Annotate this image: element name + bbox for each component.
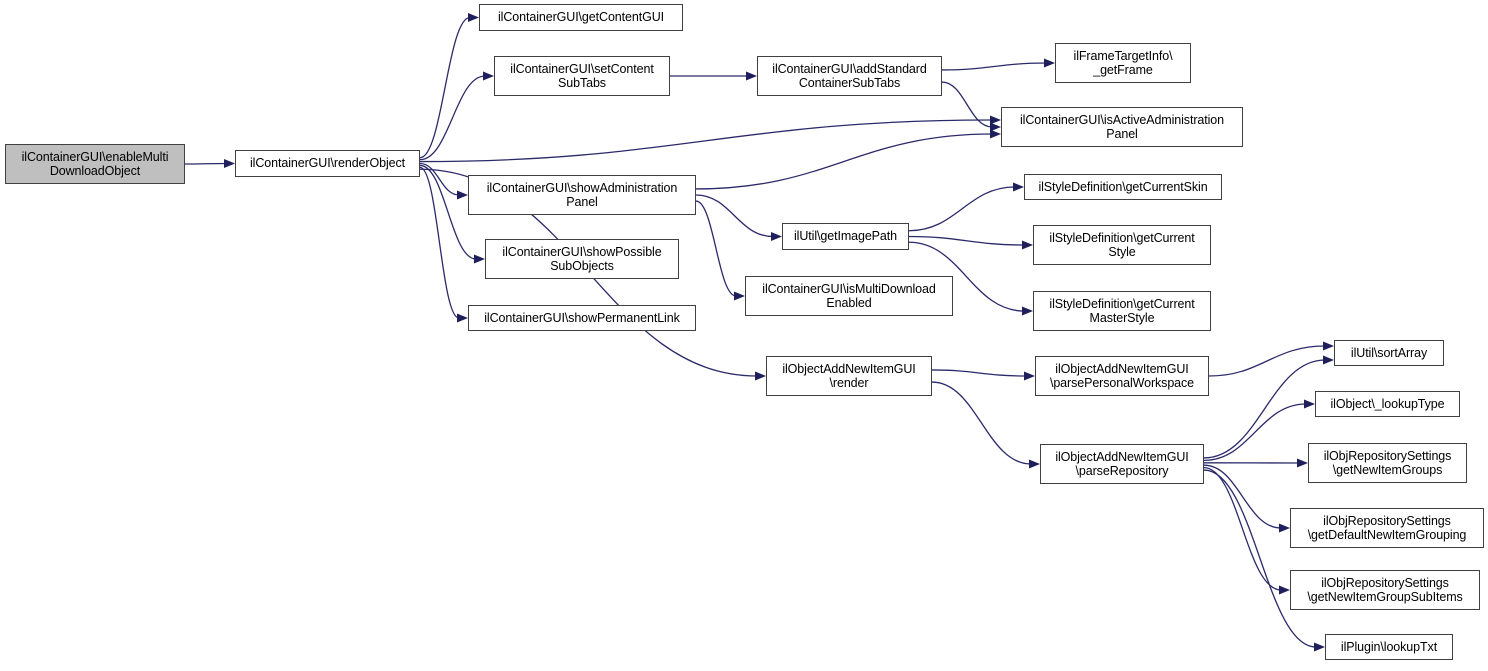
arrowhead-n1-to-n3 — [483, 71, 494, 81]
arrowhead-n3-to-n4 — [746, 71, 757, 81]
arrowhead-n20-to-n19 — [1297, 458, 1308, 468]
graph-node-n19[interactable]: ilObjRepositorySettings \getNewItemGroup… — [1308, 443, 1467, 483]
arrowhead-n7-to-n6 — [990, 129, 1001, 139]
arrowhead-n1-to-n11 — [474, 254, 485, 264]
arrowhead-n20-to-n23 — [1314, 642, 1325, 652]
graph-node-n6[interactable]: ilContainerGUI\isActiveAdministration Pa… — [1001, 107, 1243, 147]
arrowhead-n0-to-n1 — [224, 159, 235, 168]
graph-node-n20[interactable]: ilObjectAddNewItemGUI \parseRepository — [1040, 444, 1204, 484]
arrowhead-n16-to-n20 — [1029, 459, 1040, 469]
edge-n1-to-n6 — [419, 119, 993, 163]
arrowhead-n4-to-n6 — [990, 122, 1001, 132]
arrowhead-n20-to-n18 — [1304, 399, 1315, 409]
graph-node-n1[interactable]: ilContainerGUI\renderObject — [235, 150, 420, 177]
arrowhead-n9-to-n10 — [1022, 240, 1033, 250]
edge-n17-to-n15 — [1208, 345, 1326, 377]
graph-node-n10[interactable]: ilStyleDefinition\getCurrent Style — [1033, 225, 1211, 265]
edge-n16-to-n17 — [931, 369, 1027, 377]
graph-node-n12[interactable]: ilContainerGUI\isMultiDownload Enabled — [745, 276, 953, 316]
edge-n20-to-n22 — [1203, 466, 1282, 591]
edge-n7-to-n12 — [695, 200, 737, 297]
arrowhead-n17-to-n15 — [1323, 341, 1334, 351]
arrowhead-n9-to-n8 — [1013, 182, 1024, 192]
edge-n20-to-n18 — [1203, 403, 1307, 462]
edge-n7-to-n6 — [695, 133, 993, 190]
arrowhead-n9-to-n13 — [1022, 306, 1033, 316]
edge-n20-to-n15 — [1203, 359, 1326, 459]
arrowhead-n20-to-n15 — [1323, 355, 1334, 365]
graph-node-n15[interactable]: ilUtil\sortArray — [1334, 340, 1444, 366]
graph-node-n23[interactable]: ilPlugin\lookupTxt — [1325, 634, 1453, 660]
graph-node-n13[interactable]: ilStyleDefinition\getCurrent MasterStyle — [1033, 291, 1211, 331]
graph-node-n8[interactable]: ilStyleDefinition\getCurrentSkin — [1024, 174, 1222, 200]
arrowhead-n1-to-n14 — [457, 313, 468, 323]
graph-node-n21[interactable]: ilObjRepositorySettings \getDefaultNewIt… — [1290, 508, 1484, 548]
arrowhead-n20-to-n21 — [1279, 523, 1290, 533]
edge-n9-to-n8 — [908, 186, 1016, 232]
edge-n4-to-n5 — [941, 62, 1047, 71]
graph-node-n22[interactable]: ilObjRepositorySettings \getNewItemGroup… — [1290, 570, 1480, 610]
graph-node-n11[interactable]: ilContainerGUI\showPossible SubObjects — [485, 239, 679, 279]
edge-n9-to-n13 — [908, 241, 1025, 312]
arrowhead-n16-to-n17 — [1024, 371, 1035, 381]
edge-n20-to-n21 — [1203, 464, 1282, 529]
graph-node-n14[interactable]: ilContainerGUI\showPermanentLink — [468, 305, 696, 331]
graph-node-n3[interactable]: ilContainerGUI\setContent SubTabs — [494, 56, 670, 96]
arrowhead-n20-to-n22 — [1279, 585, 1290, 595]
arrowhead-n4-to-n5 — [1044, 58, 1055, 68]
graph-node-n5[interactable]: ilFrameTargetInfo\ _getFrame — [1055, 43, 1191, 83]
arrowhead-n1-to-n16 — [755, 371, 766, 381]
arrowhead-n7-to-n9 — [771, 232, 782, 241]
arrowhead-n1-to-n7 — [457, 190, 468, 200]
graph-node-n7[interactable]: ilContainerGUI\showAdministration Panel — [468, 175, 696, 215]
arrowhead-n1-to-n6 — [990, 115, 1001, 125]
arrowhead-n7-to-n12 — [734, 291, 745, 301]
edge-n7-to-n9 — [695, 194, 774, 238]
edge-n4-to-n6 — [941, 81, 993, 128]
edge-n9-to-n10 — [908, 235, 1025, 246]
edge-n1-to-n14 — [419, 166, 460, 319]
graph-node-n16[interactable]: ilObjectAddNewItemGUI \render — [766, 356, 932, 396]
graph-node-n9[interactable]: ilUtil\getImagePath — [782, 223, 909, 250]
edge-n16-to-n20 — [931, 381, 1032, 465]
graph-node-n4[interactable]: ilContainerGUI\addStandard ContainerSubT… — [757, 56, 942, 96]
edge-n1-to-n3 — [419, 75, 486, 161]
edge-n1-to-n7 — [419, 162, 460, 196]
edge-n1-to-n2 — [419, 16, 471, 159]
graph-node-n18[interactable]: ilObject\_lookupType — [1315, 391, 1460, 417]
edge-n20-to-n23 — [1203, 469, 1317, 648]
graph-node-n2[interactable]: ilContainerGUI\getContentGUI — [479, 4, 683, 31]
graph-node-n0[interactable]: ilContainerGUI\enableMulti DownloadObjec… — [5, 144, 185, 184]
graph-node-n17[interactable]: ilObjectAddNewItemGUI \parsePersonalWork… — [1035, 356, 1209, 396]
edge-n0-to-n1 — [184, 162, 227, 165]
arrowhead-n1-to-n2 — [468, 13, 479, 22]
